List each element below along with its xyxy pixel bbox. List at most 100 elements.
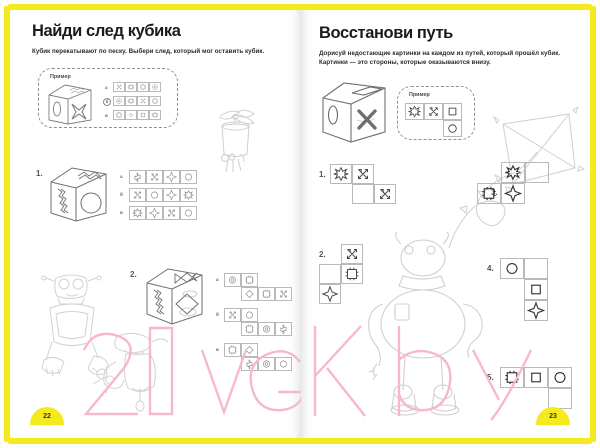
left-q1-option-letter-v[interactable]: в xyxy=(120,210,123,215)
path-cell[interactable] xyxy=(330,164,352,184)
symbol-cell xyxy=(241,322,258,336)
example-option-letter-a[interactable]: а xyxy=(105,85,108,90)
left-q2-number: 2. xyxy=(130,270,137,279)
path-cell[interactable] xyxy=(341,264,363,284)
example-cube xyxy=(48,84,92,125)
symbol-cell xyxy=(180,206,197,220)
right-q2-number: 2. xyxy=(319,250,326,259)
symbol-cell xyxy=(275,357,292,371)
example-option-row-v[interactable] xyxy=(113,110,161,120)
left-q2-option-row-v-bottom[interactable] xyxy=(241,357,292,371)
path-cell[interactable] xyxy=(548,367,572,388)
symbol-cell xyxy=(258,287,275,301)
left-q2-option-row-b-bottom[interactable] xyxy=(241,322,292,336)
path-cell[interactable] xyxy=(500,367,524,388)
symbol-cell xyxy=(241,357,258,371)
path-cell-empty[interactable] xyxy=(548,388,572,409)
symbol-cell xyxy=(137,96,149,106)
left-q2-option-letter-b[interactable]: б xyxy=(216,312,219,317)
path-cell[interactable] xyxy=(524,300,548,321)
left-q1-option-letter-b[interactable]: б xyxy=(120,192,123,197)
right-page-number: 23 xyxy=(536,407,570,425)
left-q1-number: 1. xyxy=(36,169,43,178)
symbol-cell xyxy=(125,110,137,120)
right-q4-number: 4. xyxy=(487,264,494,273)
left-page-title: Найди след кубика xyxy=(32,22,181,40)
page-edge-top xyxy=(8,4,592,11)
symbol-cell xyxy=(224,273,241,287)
symbol-cell xyxy=(163,206,180,220)
left-q2-option-row-v-top[interactable] xyxy=(224,343,258,357)
path-cell[interactable] xyxy=(524,279,548,300)
big-robot-illustration xyxy=(368,231,483,416)
left-q1-option-row-b[interactable] xyxy=(129,188,197,202)
path-cell[interactable] xyxy=(500,258,524,279)
symbol-cell xyxy=(149,96,161,106)
symbol-cell xyxy=(224,343,241,357)
left-q1-option-row-a[interactable] xyxy=(129,170,197,184)
right-example-label: Пример xyxy=(409,92,430,98)
symbol-cell xyxy=(258,322,275,336)
kite-illustration xyxy=(448,106,586,249)
symbol-cell xyxy=(258,357,275,371)
left-example-box xyxy=(38,68,178,128)
path-cell[interactable] xyxy=(319,284,341,304)
example-option-letter-b[interactable]: б xyxy=(103,98,111,106)
symbol-cell xyxy=(149,82,161,92)
symbol-cell xyxy=(241,308,258,322)
page-edge-left xyxy=(4,6,10,442)
left-q2-cube xyxy=(146,268,203,325)
symbol-cell xyxy=(137,82,149,92)
symbol-cell xyxy=(113,96,125,106)
symbol-cell xyxy=(113,82,125,92)
left-q2-option-row-a-top[interactable] xyxy=(224,273,258,287)
symbol-cell xyxy=(241,287,258,301)
path-cell[interactable] xyxy=(424,103,443,120)
left-q2-option-letter-v[interactable]: в xyxy=(216,347,219,352)
right-page: Восстанови путь Дорисуй недостающие карт… xyxy=(301,10,590,438)
left-q1-cube xyxy=(50,167,107,222)
path-cell[interactable] xyxy=(341,244,363,264)
left-q2-option-letter-a[interactable]: а xyxy=(216,277,219,282)
right-example-box xyxy=(397,86,475,140)
symbol-cell xyxy=(180,170,197,184)
path-cell[interactable] xyxy=(352,164,374,184)
left-q1-option-row-v[interactable] xyxy=(129,206,197,220)
path-cell[interactable] xyxy=(477,183,501,204)
path-cell-empty[interactable] xyxy=(319,264,341,284)
path-cell-empty[interactable] xyxy=(524,258,548,279)
right-page-cube xyxy=(322,82,386,143)
symbol-cell xyxy=(180,188,197,202)
path-cell[interactable] xyxy=(374,184,396,204)
path-cell[interactable] xyxy=(443,120,462,137)
path-cell-empty[interactable] xyxy=(525,162,549,183)
symbol-cell xyxy=(129,188,146,202)
example-option-letter-v[interactable]: в xyxy=(105,113,108,118)
path-cell-empty[interactable] xyxy=(352,184,374,204)
path-cell[interactable] xyxy=(501,162,525,183)
drone-robot-illustration xyxy=(218,109,255,173)
snail-robot-illustration xyxy=(91,332,169,412)
page-edge-bottom xyxy=(8,435,592,444)
symbol-cell xyxy=(241,273,258,287)
right-page-title: Восстанови путь xyxy=(319,24,453,42)
left-q2-option-row-b-top[interactable] xyxy=(224,308,258,322)
left-page-number: 22 xyxy=(30,407,64,425)
example-option-row-a[interactable] xyxy=(113,82,161,92)
left-q1-option-letter-a[interactable]: а xyxy=(120,174,123,179)
symbol-cell xyxy=(125,82,137,92)
symbol-cell xyxy=(146,206,163,220)
example-option-row-b[interactable] xyxy=(113,96,161,106)
path-cell[interactable] xyxy=(405,103,424,120)
symbol-cell xyxy=(275,322,292,336)
symbol-cell xyxy=(113,110,125,120)
symbol-cell xyxy=(163,170,180,184)
symbol-cell xyxy=(149,110,161,120)
path-cell[interactable] xyxy=(443,103,462,120)
right-q1-number: 1. xyxy=(319,170,326,179)
path-cell[interactable] xyxy=(501,183,525,204)
left-q2-option-row-a-bottom[interactable] xyxy=(241,287,292,301)
path-cell[interactable] xyxy=(524,367,548,388)
symbol-cell xyxy=(224,308,241,322)
symbol-cell xyxy=(146,170,163,184)
